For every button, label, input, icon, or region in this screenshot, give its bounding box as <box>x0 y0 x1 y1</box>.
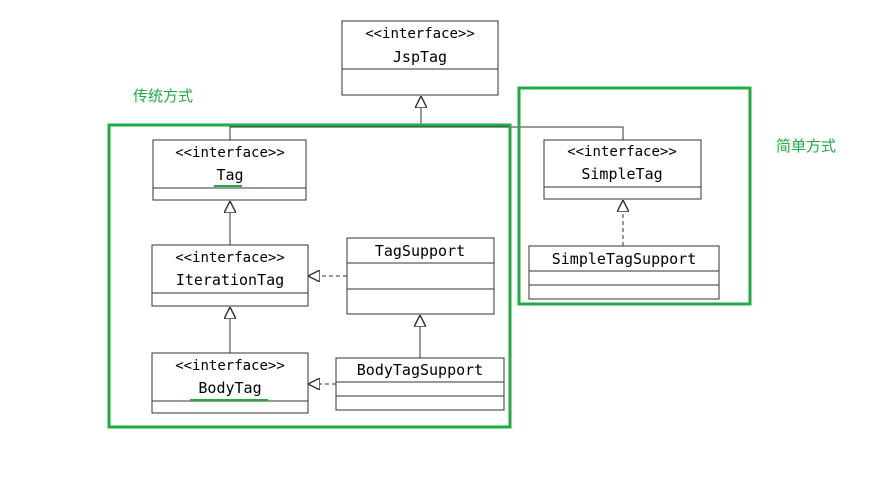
simple-group-frame <box>517 86 752 306</box>
jsptag-stereotype: <<interface>> <box>365 26 475 42</box>
class-simpletagsupport: SimpleTagSupport <box>528 245 720 300</box>
class-bodytag: <<interface>> BodyTag <box>151 352 309 414</box>
simple-group-label: 简单方式 <box>776 137 837 155</box>
class-bodytagsupport: BodyTagSupport <box>335 357 505 411</box>
iterationtag-name: IterationTag <box>176 271 284 289</box>
traditional-group-frame <box>107 123 512 429</box>
class-simpletag: <<interface>> SimpleTag <box>543 139 702 200</box>
tagsupport-name: TagSupport <box>375 242 465 260</box>
bodytag-name: BodyTag <box>198 379 261 397</box>
class-tag: <<interface>> Tag <box>152 139 307 201</box>
bodytagsupport-name: BodyTagSupport <box>357 361 483 379</box>
jsptag-name: JspTag <box>393 48 447 66</box>
class-iterationtag: <<interface>> IterationTag <box>151 244 309 307</box>
connectors <box>230 96 623 384</box>
simpletagsupport-name: SimpleTagSupport <box>552 250 697 268</box>
tag-to-jsptag-line <box>229 126 624 140</box>
iterationtag-stereotype: <<interface>> <box>175 250 285 266</box>
class-tagsupport: TagSupport <box>346 237 495 315</box>
simpletag-stereotype: <<interface>> <box>567 144 677 160</box>
simpletag-name: SimpleTag <box>581 165 662 183</box>
bodytag-stereotype: <<interface>> <box>175 358 285 374</box>
tag-name: Tag <box>216 166 243 184</box>
tag-stereotype: <<interface>> <box>175 145 285 161</box>
traditional-group-label: 传统方式 <box>133 87 194 105</box>
class-jsptag: <<interface>> JspTag <box>341 20 499 96</box>
